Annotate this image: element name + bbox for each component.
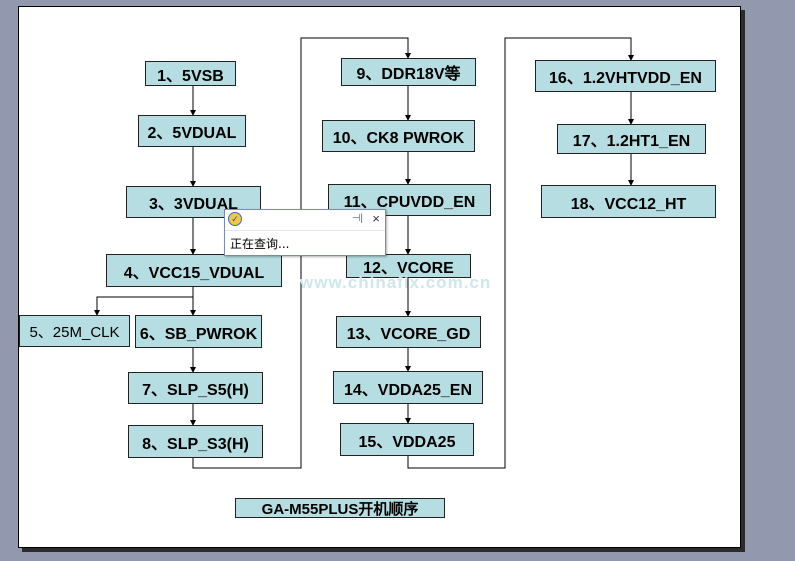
step-label: 3、3VDUAL: [149, 196, 238, 213]
step-label: 11、CPUVDD_EN: [343, 194, 476, 211]
close-icon[interactable]: ×: [372, 211, 380, 226]
step-14-box: 14、VDDA25_EN: [333, 371, 483, 404]
step-label: 12、VCORE: [363, 260, 454, 277]
translator-logo-icon: ✓: [228, 212, 242, 226]
step-label: 8、SLP_S3(H): [142, 435, 249, 453]
step-label: 14、VDDA25_EN: [343, 381, 473, 399]
step-5-box: 5、25M_CLK: [19, 315, 130, 347]
step-4-box: 4、VCC15_VDUAL: [106, 254, 282, 287]
popup-status-text: 正在查询...: [230, 237, 290, 251]
step-label: 4、VCC15_VDUAL: [123, 264, 265, 282]
step-label: 5、25M_CLK: [29, 323, 120, 341]
popup-titlebar[interactable]: ✓ ⊣| ×: [225, 210, 385, 231]
step-13-box: 13、VCORE_GD: [336, 316, 481, 348]
step-2-box: 2、5VDUAL: [138, 115, 246, 147]
step-label: 7、SLP_S5(H): [142, 382, 249, 399]
step-label: 9、DDR18V等: [356, 66, 461, 83]
lookup-popup[interactable]: ✓ ⊣| × 正在查询...: [224, 209, 386, 256]
step-18-box: 18、VCC12_HT: [541, 185, 716, 218]
step-label: 1、5VSB: [157, 67, 224, 85]
step-label: 13、VCORE_GD: [346, 326, 471, 343]
step-16-box: 16、1.2VHTVDD_EN: [535, 60, 716, 92]
step-label: 15、VDDA25: [358, 433, 456, 451]
step-label: 2、5VDUAL: [147, 125, 237, 142]
step-label: 6、SB_PWROK: [139, 325, 258, 343]
step-15-box: 15、VDDA25: [340, 423, 474, 456]
pin-icon[interactable]: ⊣|: [351, 213, 363, 224]
step-8-box: 8、SLP_S3(H): [128, 425, 263, 458]
step-label: 17、1.2HT1_EN: [572, 133, 691, 150]
step-17-box: 17、1.2HT1_EN: [557, 124, 706, 154]
step-label: 18、VCC12_HT: [570, 195, 687, 213]
step-10-box: 10、CK8 PWROK: [322, 120, 475, 152]
step-6-box: 6、SB_PWROK: [135, 315, 262, 348]
step-label: 10、CK8 PWROK: [332, 130, 465, 147]
step-7-box: 7、SLP_S5(H): [128, 372, 263, 404]
step-12-box: 12、VCORE: [346, 254, 471, 278]
step-9-box: 9、DDR18V等: [341, 58, 476, 86]
diagram-title: GA-M55PLUS开机顺序: [235, 498, 445, 518]
step-label: 16、1.2VHTVDD_EN: [549, 70, 702, 87]
diagram-title-text: GA-M55PLUS开机顺序: [261, 500, 419, 518]
step-1-box: 1、5VSB: [145, 61, 236, 86]
